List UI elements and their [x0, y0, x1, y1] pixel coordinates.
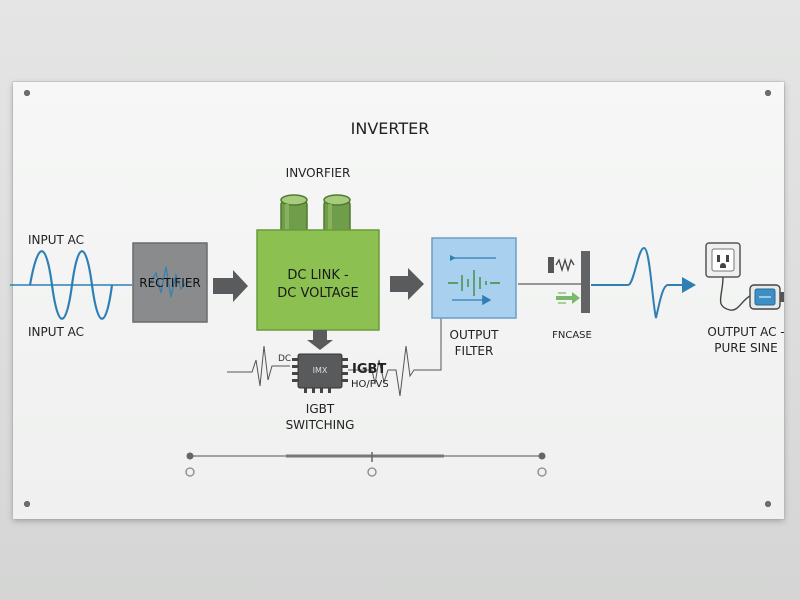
- dc-link-block: [256, 229, 380, 331]
- input-sine-wave-icon: [10, 250, 132, 320]
- capacitors-label: INVORFIER: [285, 166, 351, 180]
- rectifier-label: RECTIFIER: [139, 276, 201, 290]
- page-title: INVERTER: [350, 119, 430, 138]
- output-filter-block: [431, 237, 517, 319]
- input-ac-label-top: INPUT AC: [28, 233, 85, 247]
- dc-link-line2: DC VOLTAGE: [277, 286, 359, 301]
- meter-icon: [749, 284, 784, 310]
- rectifier-block: [132, 242, 208, 323]
- input-ac-label-bottom: INPUT AC: [28, 325, 85, 339]
- arrow-icon: [213, 270, 248, 302]
- igbt-side-sublabel: HO/FVS: [351, 379, 389, 390]
- screw-icon: [24, 90, 30, 96]
- igbt-dc-tag: DC: [278, 354, 292, 364]
- igbt-side-label: IGBT: [352, 362, 387, 377]
- arrow-icon: [307, 330, 333, 350]
- screw-icon: [765, 90, 771, 96]
- output-ac-line2: PURE SINE: [714, 341, 778, 355]
- output-sine-wave-icon: [591, 246, 696, 319]
- arrow-icon: [390, 268, 424, 300]
- green-arrow-icon: [556, 292, 580, 304]
- output-ac-line1: OUTPUT AC -: [707, 325, 785, 339]
- fncase-bar: [581, 251, 590, 313]
- chip-icon: [292, 353, 348, 393]
- fncase-label: FNCASE: [552, 330, 592, 341]
- spring-icon: [548, 257, 575, 273]
- outlet-icon: [705, 242, 741, 278]
- igbt-waveform-icon: [227, 345, 290, 387]
- igbt-bottom-line1: IGBT: [305, 402, 335, 416]
- slider-icon[interactable]: [185, 452, 547, 477]
- igbt-chip-text: IMX: [312, 366, 328, 375]
- igbt-bottom-line2: SWITCHING: [285, 418, 355, 432]
- screw-icon: [24, 501, 30, 507]
- output-filter-line2: FILTER: [454, 344, 494, 358]
- igbt-output-waveform-icon: [348, 318, 442, 397]
- screw-icon: [765, 501, 771, 507]
- output-filter-line1: OUTPUT: [449, 328, 499, 342]
- dc-link-line1: DC LINK -: [287, 268, 349, 283]
